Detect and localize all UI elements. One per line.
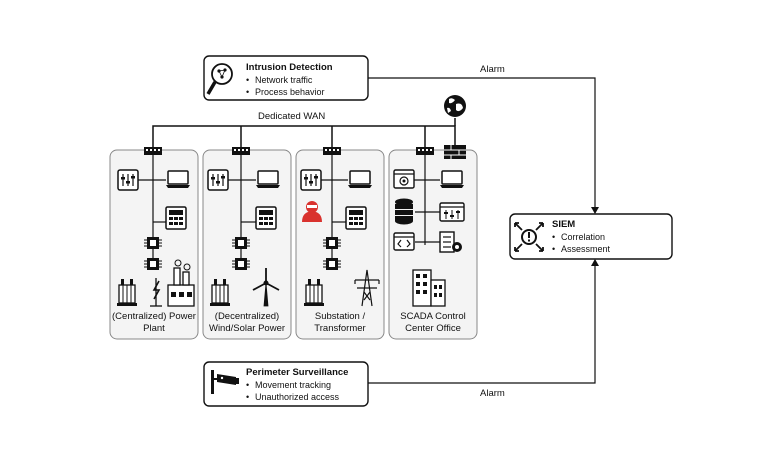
network-switch-icon	[232, 147, 250, 155]
intrusion-detection-title: Intrusion Detection	[246, 62, 333, 73]
perimeter-surveillance-title: Perimeter Surveillance	[246, 367, 349, 378]
plc-controller-icon	[345, 206, 367, 230]
code-window-icon	[393, 232, 415, 251]
laptop-icon	[165, 170, 191, 189]
plc-controller-icon	[255, 206, 277, 230]
hmi-control-panel-icon	[117, 169, 139, 191]
control-dashboard-icon	[439, 202, 465, 222]
list-item: Movement tracking	[246, 379, 339, 391]
hacker-icon	[302, 201, 322, 222]
siem-list: Correlation Assessment	[552, 231, 610, 255]
plc-controller-icon	[165, 206, 187, 230]
list-item: Process behavior	[246, 86, 325, 98]
laptop-icon	[439, 170, 465, 189]
office-building-icon	[412, 269, 446, 307]
network-switch-icon	[144, 147, 162, 155]
laptop-icon	[347, 170, 373, 189]
siem-alert-icon	[514, 222, 544, 252]
intrusion-detection-list: Network traffic Process behavior	[246, 74, 325, 98]
alarm-label-bottom: Alarm	[480, 388, 505, 399]
security-camera-icon	[211, 370, 239, 394]
transmission-tower-icon	[354, 269, 380, 307]
server-config-icon	[439, 231, 462, 253]
hmi-control-panel-icon	[207, 169, 229, 191]
firewall-icon	[444, 145, 466, 159]
high-voltage-icon	[150, 278, 162, 307]
siem-title: SIEM	[552, 219, 576, 230]
wind-turbine-icon	[252, 268, 280, 307]
internet-globe-icon	[444, 95, 466, 117]
site-label-scada: SCADA Control Center Office	[400, 311, 466, 334]
network-switch-icon	[323, 147, 341, 155]
site-label-substation: Substation / Transformer	[314, 311, 366, 334]
wan-backbone	[152, 118, 456, 149]
list-item: Network traffic	[246, 74, 325, 86]
alarm-arrow-bottom	[591, 259, 599, 266]
alarm-arrow-top	[591, 207, 599, 214]
site-label-wind-solar: (Decentralized) Wind/Solar Power	[208, 311, 286, 334]
wan-label: Dedicated WAN	[258, 111, 326, 122]
alarm-label-top: Alarm	[480, 64, 505, 75]
database-icon	[395, 198, 413, 225]
alarm-lines	[368, 77, 596, 384]
laptop-icon	[255, 170, 281, 189]
list-item: Unauthorized access	[246, 391, 339, 403]
network-scan-icon	[206, 63, 233, 95]
power-plant-icon	[167, 259, 195, 307]
network-switch-icon	[416, 147, 434, 155]
list-item: Assessment	[552, 243, 610, 255]
monitoring-screen-icon	[393, 169, 415, 189]
perimeter-surveillance-list: Movement tracking Unauthorized access	[246, 379, 339, 403]
hmi-control-panel-icon	[300, 169, 322, 191]
list-item: Correlation	[552, 231, 610, 243]
site-label-power-plant: (Centralized) Power Plant	[112, 311, 196, 334]
